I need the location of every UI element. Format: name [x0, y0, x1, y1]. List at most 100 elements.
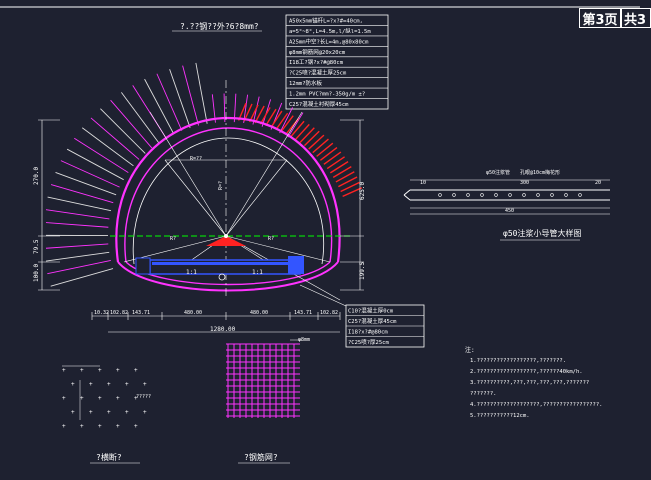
pipe-hole — [466, 193, 470, 197]
grout-hole-mark: + — [116, 395, 120, 402]
drawing-title: ?.??钢??外?6?8mm? — [180, 21, 259, 31]
note-item: ???????. — [470, 391, 497, 397]
spec-row: a=5°~8°,L=4.5m,l/纵l=1.5m — [289, 28, 371, 35]
forepoling-pipe — [335, 171, 355, 183]
pipe-hole — [578, 193, 582, 197]
anchor-bolt — [195, 62, 208, 124]
lining-row: I18?x?#@80cm — [348, 330, 388, 336]
clearance-arc — [132, 137, 324, 265]
grout-hole-mark: + — [98, 423, 102, 430]
right-dim-1: 625.0 — [359, 182, 366, 200]
spec-row: A50x5mm锚杆L=?x?#=40cm, — [289, 16, 363, 24]
lining-row: ?C25喷?厚25cm — [348, 338, 389, 346]
anchor-bolt — [182, 65, 199, 126]
pipe-hole — [438, 193, 442, 197]
spec-row: ?C25喷?混凝土厚25cm — [289, 69, 347, 77]
forepoling-pipes — [237, 103, 363, 197]
grout-hole-mark: + — [134, 395, 138, 402]
bottom-dim-label: 10.32 — [94, 310, 109, 316]
forepoling-pipe — [326, 156, 345, 170]
center-red-fan — [206, 234, 246, 246]
grout-hole-mark: + — [71, 381, 75, 388]
note-item: 3.??????????,???,???,???,???,??????? — [470, 380, 589, 386]
pipe-hole — [536, 193, 540, 197]
spec-row: C25?混凝土衬砌厚45cm — [289, 100, 349, 108]
grout-hole-mark: + — [125, 409, 129, 416]
anchor-bolt — [47, 260, 111, 275]
pipe-hole — [522, 193, 526, 197]
pipe-label-b: 孔眼@10cm梅花形 — [520, 169, 560, 176]
bottom-dim-label: 143.71 — [132, 310, 150, 316]
anchor-bolt — [47, 196, 112, 212]
grout-hole-mark: + — [80, 395, 84, 402]
left-dim-1: 270.0 — [33, 167, 40, 185]
grout-hole-mark: + — [62, 395, 66, 402]
forepoling-pipe — [248, 104, 259, 123]
spec-row: A25mm中空?长L=4m,@80x80cm — [289, 37, 369, 45]
anchor-bolt — [120, 92, 160, 144]
forepoling-pipe — [280, 115, 294, 133]
svg-text:R=?: R=? — [218, 181, 224, 190]
grout-pipe-detail: 10 300 20 450 φ50注浆管 孔眼@10cm梅花形 φ50注浆小导管… — [403, 169, 610, 241]
anchor-bolt — [50, 268, 114, 287]
bottom-dim-label: 102.82 — [320, 310, 338, 316]
anchor-bolt — [156, 73, 183, 131]
anchor-bolt — [55, 172, 117, 196]
grout-hole-mark: + — [107, 409, 111, 416]
anchor-bolt — [110, 99, 153, 149]
pipe-hole — [508, 193, 512, 197]
grout-hole-mark: + — [98, 367, 102, 374]
spec-row: I18工?钢?x?#@80cm — [289, 58, 344, 66]
grout-hole-mark: + — [134, 367, 138, 374]
forepoling-pipe — [294, 123, 310, 140]
svg-text:R?: R? — [268, 236, 274, 242]
pipe-label-a: φ50注浆管 — [486, 169, 510, 176]
notes-heading: 注: — [465, 346, 475, 354]
grout-hole-mark: + — [116, 423, 120, 430]
pipe-dim-total: 450 — [505, 208, 514, 214]
grout-hole-mark: + — [116, 367, 120, 374]
forepoling-pipe — [323, 151, 342, 165]
forepoling-pipe — [340, 181, 360, 193]
anchor-bolt — [45, 222, 109, 228]
arch-annotations: R=?? R? R? R=? — [170, 156, 274, 242]
page-number-label: 第3页 — [582, 12, 618, 28]
forepoling-pipe — [338, 176, 358, 188]
grout-hole-mark: + — [143, 381, 147, 388]
pipe-hole — [480, 193, 484, 197]
detail-b-mesh: φ8mm ?钢筋网? — [226, 337, 310, 464]
spec-row: φ8mm钢筋网@20x20cm — [289, 48, 346, 56]
note-item: 4.???????????????????,?????????????????. — [470, 402, 602, 408]
invert-outer — [117, 261, 339, 292]
lining-row: C10?混凝土厚0cm — [348, 307, 394, 315]
road-slab: 1:1 1:1 — [135, 256, 304, 281]
forepoling-pipe — [329, 161, 349, 174]
drain-pipe — [218, 273, 226, 281]
anchor-bolt — [74, 137, 129, 173]
forepoling-pipe — [299, 127, 315, 143]
anchor-bolt — [287, 112, 304, 138]
left-dim-2: 79.5 — [33, 239, 40, 254]
anchor-bolt — [100, 108, 146, 154]
forepoling-pipe — [332, 166, 352, 178]
bottom-dim-label: 143.71 — [294, 310, 312, 316]
pipe-dim-c: 20 — [595, 180, 601, 186]
svg-text:R=??: R=?? — [190, 156, 202, 162]
forepoling-pipe — [265, 108, 277, 127]
outer-lining-arc — [115, 116, 341, 263]
anchor-bolt — [81, 127, 134, 167]
svg-text:R?: R? — [170, 236, 176, 242]
tunnel-lining — [115, 116, 341, 292]
forepoling-pipe — [316, 142, 334, 157]
forepoling-pipe — [303, 130, 320, 147]
grout-hole-mark: + — [71, 409, 75, 416]
anchor-bolt — [45, 251, 110, 262]
spec-row: 12mm?防水板 — [289, 79, 323, 87]
notes-block: 注: 1.??????????????????,???????.2.??????… — [465, 346, 602, 419]
grout-hole-mark: + — [89, 381, 93, 388]
inner-lining-arc — [124, 127, 333, 263]
slope-right: 1:1 — [252, 269, 263, 276]
bottom-dim-label: 480.00 — [184, 310, 202, 316]
